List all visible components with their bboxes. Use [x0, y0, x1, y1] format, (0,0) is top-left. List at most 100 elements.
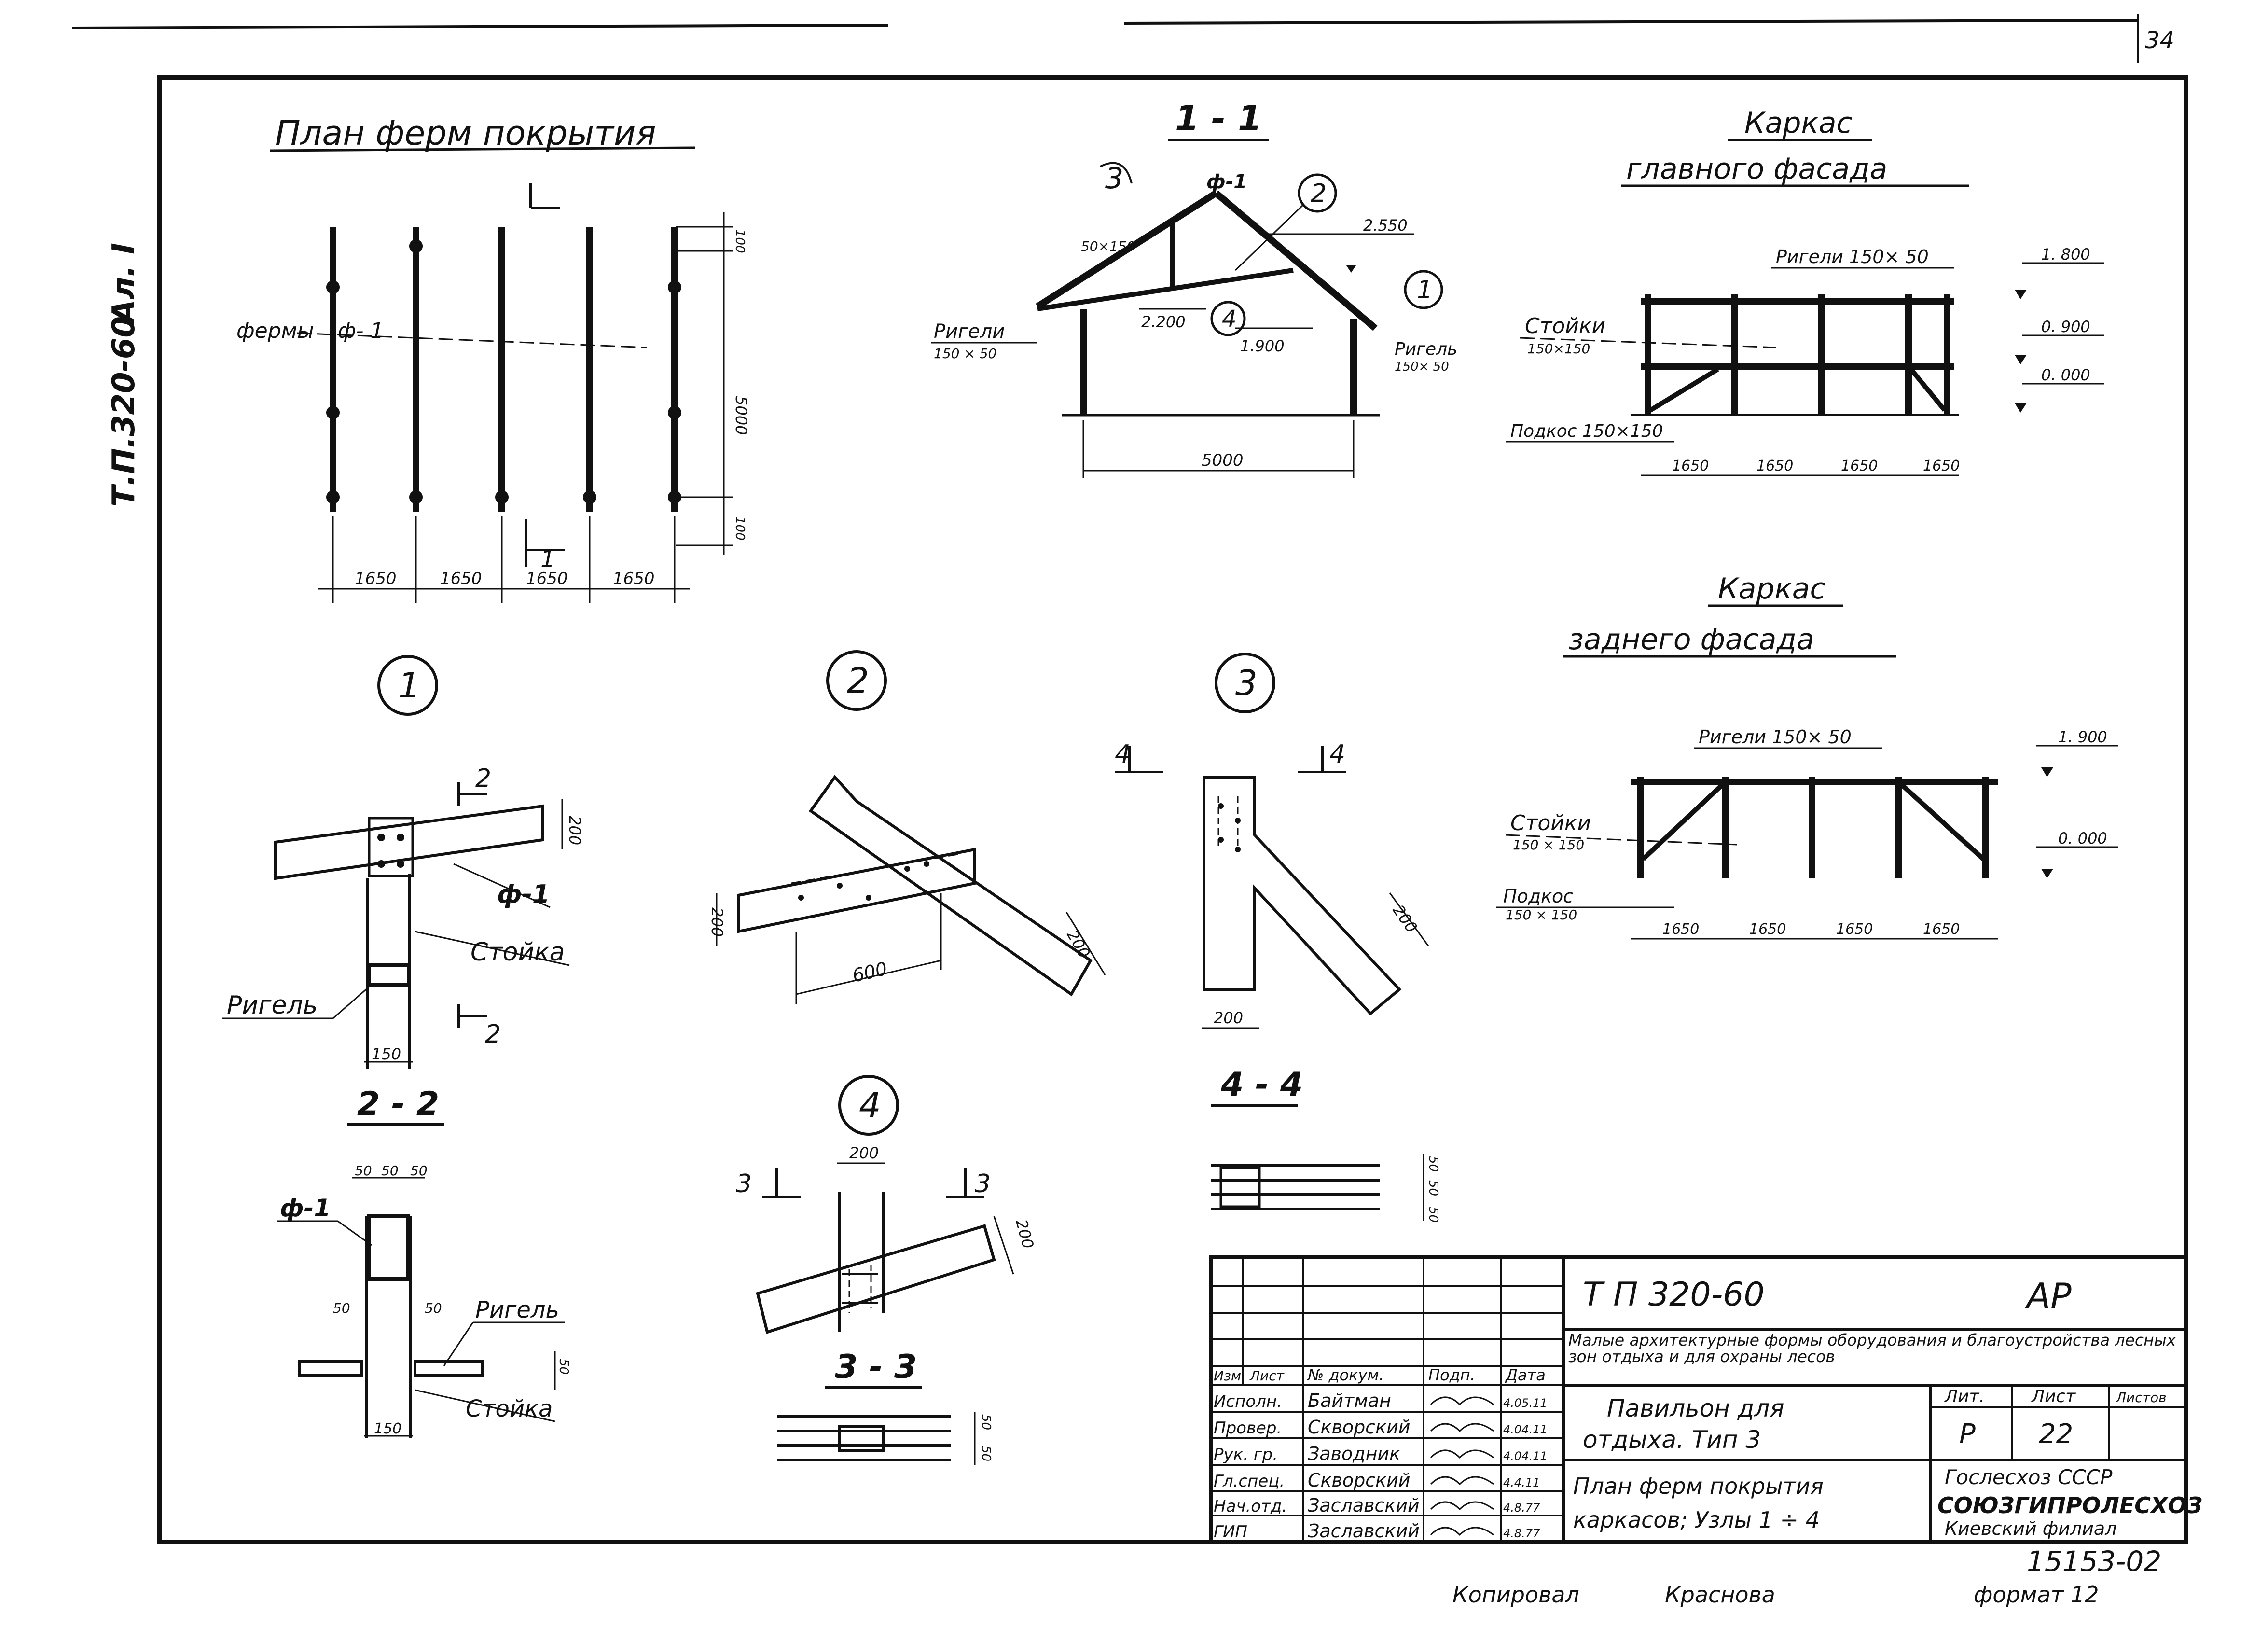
sec22-d50b: 50 — [381, 1163, 399, 1179]
corner-number: 34 — [2145, 27, 2174, 54]
plan-title: План ферм покрытия — [275, 113, 656, 153]
section-1-1: 1 - 1 5000 2.550 2.200 1.900 2 1 4 3 ф- — [931, 98, 1457, 478]
stamp-row-1: Провер. Скворский 4.04.11 — [1214, 1417, 1548, 1438]
section11-callout-3: 3 — [1105, 162, 1123, 195]
plan-of-trusses: План ферм покрытия фермы ф- 1 1 — [236, 113, 750, 603]
node3-number: 3 — [1235, 663, 1258, 703]
back-title-1: Каркас — [1718, 572, 1825, 606]
section11-callout-1: 1 — [1417, 276, 1433, 305]
section11-label-f1: ф-1 — [1206, 171, 1247, 193]
back-dim-2: 1650 — [1749, 921, 1786, 938]
stamp-title-1: Павильон для — [1607, 1394, 1784, 1422]
plan-dim-total: 5000 — [732, 396, 750, 435]
section11-elev-2200: 2.200 — [1141, 313, 1186, 331]
front-label-stoiki: Стойки — [1525, 314, 1605, 338]
stamp-lit: Р — [1959, 1418, 1976, 1450]
stamp-org-2: СОЮЗГИПРОЛЕСХОЗ — [1937, 1492, 2202, 1518]
node1-cut-top: 2 — [475, 764, 491, 793]
back-elev-1900: 1. 900 — [2058, 728, 2107, 746]
archive-no: 15153-02 — [2027, 1545, 2161, 1578]
stamp-sheet-title-1: План ферм покрытия — [1573, 1473, 1824, 1499]
node4-number: 4 — [859, 1085, 881, 1126]
title-block: Изм Лист № докум. Подп. Дата Исполн. Бай… — [1209, 1255, 2202, 1544]
node3-cut-left: 4 — [1115, 740, 1131, 769]
back-facade-frame: Каркас заднего фасада Ригели 150× 50 Сто… — [1496, 572, 2118, 940]
stamp-h-list: Лист — [1249, 1368, 1285, 1384]
stamp-desc: Малые архитектурные формы оборудования и… — [1568, 1332, 2176, 1366]
node4-dim-200b: 200 — [1012, 1217, 1037, 1251]
stamp-h-sheets: Листов — [2116, 1390, 2167, 1405]
node1-dim-200: 200 — [566, 816, 584, 845]
stamp-h-doc: № докум. — [1307, 1366, 1384, 1384]
copied-by: Копировал — [1452, 1582, 1579, 1608]
node2-dim-600: 600 — [850, 958, 889, 987]
stamp-role: Провер. — [1214, 1418, 1282, 1438]
stamp-h-izm: Изм — [1214, 1368, 1241, 1384]
back-dim-4: 1650 — [1923, 921, 1960, 938]
node-3: 3 4 4 200 200 — [1115, 653, 1429, 1029]
section-4-4: 4 - 4 50 50 50 — [1211, 1066, 1440, 1223]
sec33-d50b: 50 — [979, 1446, 993, 1461]
section11-label-50x150: 50×150 — [1081, 238, 1135, 254]
section11-callout-2-circle — [1298, 173, 1337, 213]
copied-name: Краснова — [1665, 1582, 1775, 1608]
stamp-name: Заславский — [1308, 1520, 1420, 1542]
front-elev-0900: 0. 900 — [2041, 318, 2090, 336]
node1-label-f1: ф-1 — [497, 880, 550, 909]
stamp-code: Т П 320-60 — [1583, 1276, 1765, 1314]
front-title-2: главного фасада — [1626, 152, 1887, 186]
stamp-org-1: Гослесхоз СССР — [1945, 1465, 2113, 1489]
front-dim-4: 1650 — [1923, 458, 1960, 474]
stamp-role: ГИП — [1214, 1522, 1247, 1542]
front-dim-3: 1650 — [1841, 458, 1878, 474]
section11-rigel-right: Ригель — [1395, 339, 1457, 359]
section11-rigel-left-size: 150 × 50 — [934, 346, 996, 362]
front-label-rigel: Ригели 150× 50 — [1776, 246, 1929, 267]
node4-dim-200a: 200 — [849, 1144, 879, 1162]
stamp-date: 4.4.11 — [1503, 1476, 1540, 1489]
stamp-row-4: Нач.отд. Заславский 4.8.77 — [1214, 1495, 1540, 1516]
sheet-frame — [72, 14, 2188, 1544]
stamp-role: Рук. гр. — [1214, 1445, 1278, 1464]
stamp-date: 4.05.11 — [1503, 1396, 1548, 1410]
plan-dim-2: 1650 — [440, 569, 482, 588]
section11-dim-5000: 5000 — [1202, 451, 1244, 470]
section11-callout-4-circle — [1210, 301, 1246, 336]
side-code: Т.П.320-60 Ал. I — [106, 243, 142, 507]
back-label-stoiki: Стойки — [1510, 811, 1591, 835]
stamp-name: Заславский — [1308, 1495, 1420, 1516]
section11-elev-2550: 2.550 — [1363, 216, 1408, 235]
stamp-h-podp: Подп. — [1428, 1366, 1475, 1384]
section11-rigel-right-size: 150× 50 — [1395, 360, 1449, 374]
stamp-date: 4.8.77 — [1503, 1527, 1540, 1540]
stamp-row-2: Рук. гр. Заводник 4.04.11 — [1214, 1443, 1548, 1464]
node-4: 4 200 200 3 3 — [736, 1075, 1037, 1334]
sec22-d50v: 50 — [556, 1359, 571, 1375]
sec22-title: 2 - 2 — [357, 1085, 439, 1123]
node1-label-stoika: Стойка — [470, 938, 565, 967]
node3-dim-200a: 200 — [1214, 1009, 1243, 1027]
back-label-stoiki-size: 150 × 150 — [1513, 837, 1584, 853]
stamp-sheet-title-2: каркасов; Узлы 1 ÷ 4 — [1573, 1507, 1820, 1533]
front-elev-0000: 0. 000 — [2041, 366, 2090, 384]
back-label-podkos-size: 150 × 150 — [1506, 907, 1577, 923]
back-dim-3: 1650 — [1836, 921, 1873, 938]
node4-cut-left: 3 — [736, 1169, 752, 1198]
stamp-mark: АР — [2025, 1276, 2072, 1316]
front-facade-frame: Каркас главного фасада Ригели 150× 50 Ст… — [1506, 106, 2104, 476]
node2-number: 2 — [847, 660, 869, 701]
section11-rigel-left: Ригели — [934, 320, 1005, 343]
node1-number: 1 — [398, 665, 420, 706]
section11-title: 1 - 1 — [1175, 98, 1262, 139]
truss-nodes — [326, 239, 681, 504]
stamp-name: Скворский — [1308, 1470, 1411, 1491]
stamp-sheet-no: 22 — [2039, 1418, 2073, 1450]
front-dim-2: 1650 — [1756, 458, 1793, 474]
stamp-role: Гл.спец. — [1214, 1472, 1285, 1491]
plan-dim-top: 100 — [733, 229, 747, 253]
stamp-date: 4.04.11 — [1503, 1423, 1548, 1436]
node-2: 2 600 200 200 — [708, 650, 1106, 1004]
plan-label-f1: ф- 1 — [338, 319, 384, 343]
stamp-row-3: Гл.спец. Скворский 4.4.11 — [1214, 1470, 1540, 1491]
